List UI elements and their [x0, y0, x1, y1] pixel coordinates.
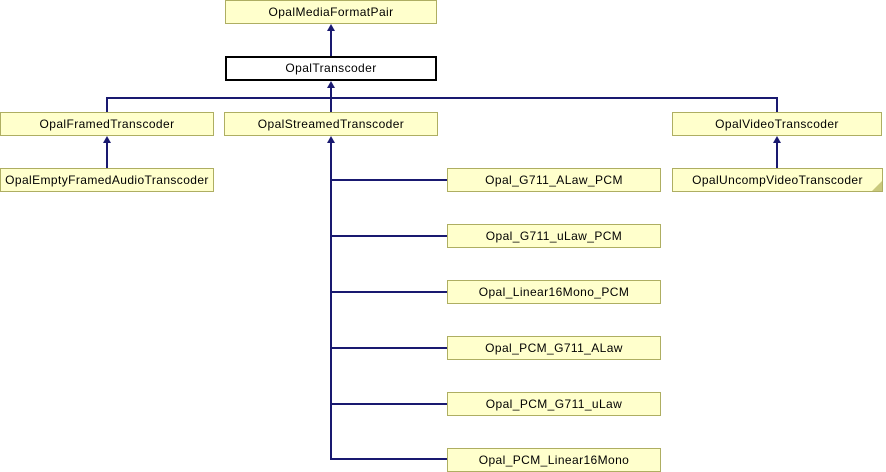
inheritance-edge-line — [330, 347, 447, 349]
class-node-label: Opal_PCM_G711_uLaw — [485, 397, 623, 411]
inheritance-arrowhead — [327, 81, 335, 88]
class-node-opal-uncomp-video-transcoder[interactable]: OpalUncompVideoTranscoder — [672, 168, 883, 192]
class-node-label: OpalUncompVideoTranscoder — [692, 173, 863, 187]
class-node-label: OpalTranscoder — [285, 61, 377, 75]
class-node-opal-pcm-linear16mono[interactable]: Opal_PCM_Linear16Mono — [447, 448, 661, 472]
class-node-label: Opal_Linear16Mono_PCM — [478, 285, 630, 299]
inheritance-edge-line — [330, 99, 332, 112]
inheritance-edge-line — [330, 235, 447, 237]
inheritance-edge-line — [106, 97, 778, 99]
inheritance-edge-line — [330, 87, 332, 97]
inheritance-edge-line — [330, 403, 447, 405]
class-node-opal-g711-ulaw-pcm[interactable]: Opal_G711_uLaw_PCM — [447, 224, 661, 248]
class-node-opal-empty-framed-audio-transcoder[interactable]: OpalEmptyFramedAudioTranscoder — [0, 168, 214, 192]
class-node-opal-video-transcoder[interactable]: OpalVideoTranscoder — [672, 112, 882, 136]
class-node-label: Opal_PCM_Linear16Mono — [478, 453, 630, 467]
class-node-opal-streamed-transcoder[interactable]: OpalStreamedTranscoder — [224, 112, 438, 136]
inheritance-edge-line — [330, 458, 447, 460]
class-node-label: OpalVideoTranscoder — [715, 117, 839, 131]
class-node-opal-linear16mono-pcm[interactable]: Opal_Linear16Mono_PCM — [447, 280, 661, 304]
inheritance-edge-line — [106, 99, 108, 112]
inheritance-edge-line — [106, 142, 108, 168]
inheritance-arrowhead — [327, 24, 335, 31]
class-node-label: OpalEmptyFramedAudioTranscoder — [5, 173, 209, 187]
class-node-opal-g711-alaw-pcm[interactable]: Opal_G711_ALaw_PCM — [447, 168, 661, 192]
inheritance-edge-line — [776, 142, 778, 168]
inheritance-edge-line — [330, 179, 447, 181]
inheritance-edge-line — [330, 291, 447, 293]
class-node-label: OpalMediaFormatPair — [268, 5, 394, 19]
class-node-label: OpalFramedTranscoder — [39, 117, 175, 131]
class-node-opal-transcoder: OpalTranscoder — [225, 56, 437, 81]
inheritance-edge-line — [776, 99, 778, 112]
class-node-opal-pcm-g711-ulaw[interactable]: Opal_PCM_G711_uLaw — [447, 392, 661, 416]
inheritance-edge-line — [330, 30, 332, 56]
class-node-label: Opal_PCM_G711_ALaw — [485, 341, 623, 355]
class-node-opal-media-format-pair[interactable]: OpalMediaFormatPair — [225, 0, 437, 24]
class-node-label: OpalStreamedTranscoder — [257, 117, 405, 131]
inheritance-edge-line — [330, 142, 332, 460]
class-node-label: Opal_G711_uLaw_PCM — [485, 229, 623, 243]
inheritance-arrowhead — [773, 136, 781, 143]
class-node-opal-pcm-g711-alaw[interactable]: Opal_PCM_G711_ALaw — [447, 336, 661, 360]
truncated-fold-corner-icon — [872, 181, 882, 191]
inheritance-arrowhead — [327, 136, 335, 143]
class-node-opal-framed-transcoder[interactable]: OpalFramedTranscoder — [0, 112, 214, 136]
inheritance-arrowhead — [103, 136, 111, 143]
class-node-label: Opal_G711_ALaw_PCM — [485, 173, 623, 187]
